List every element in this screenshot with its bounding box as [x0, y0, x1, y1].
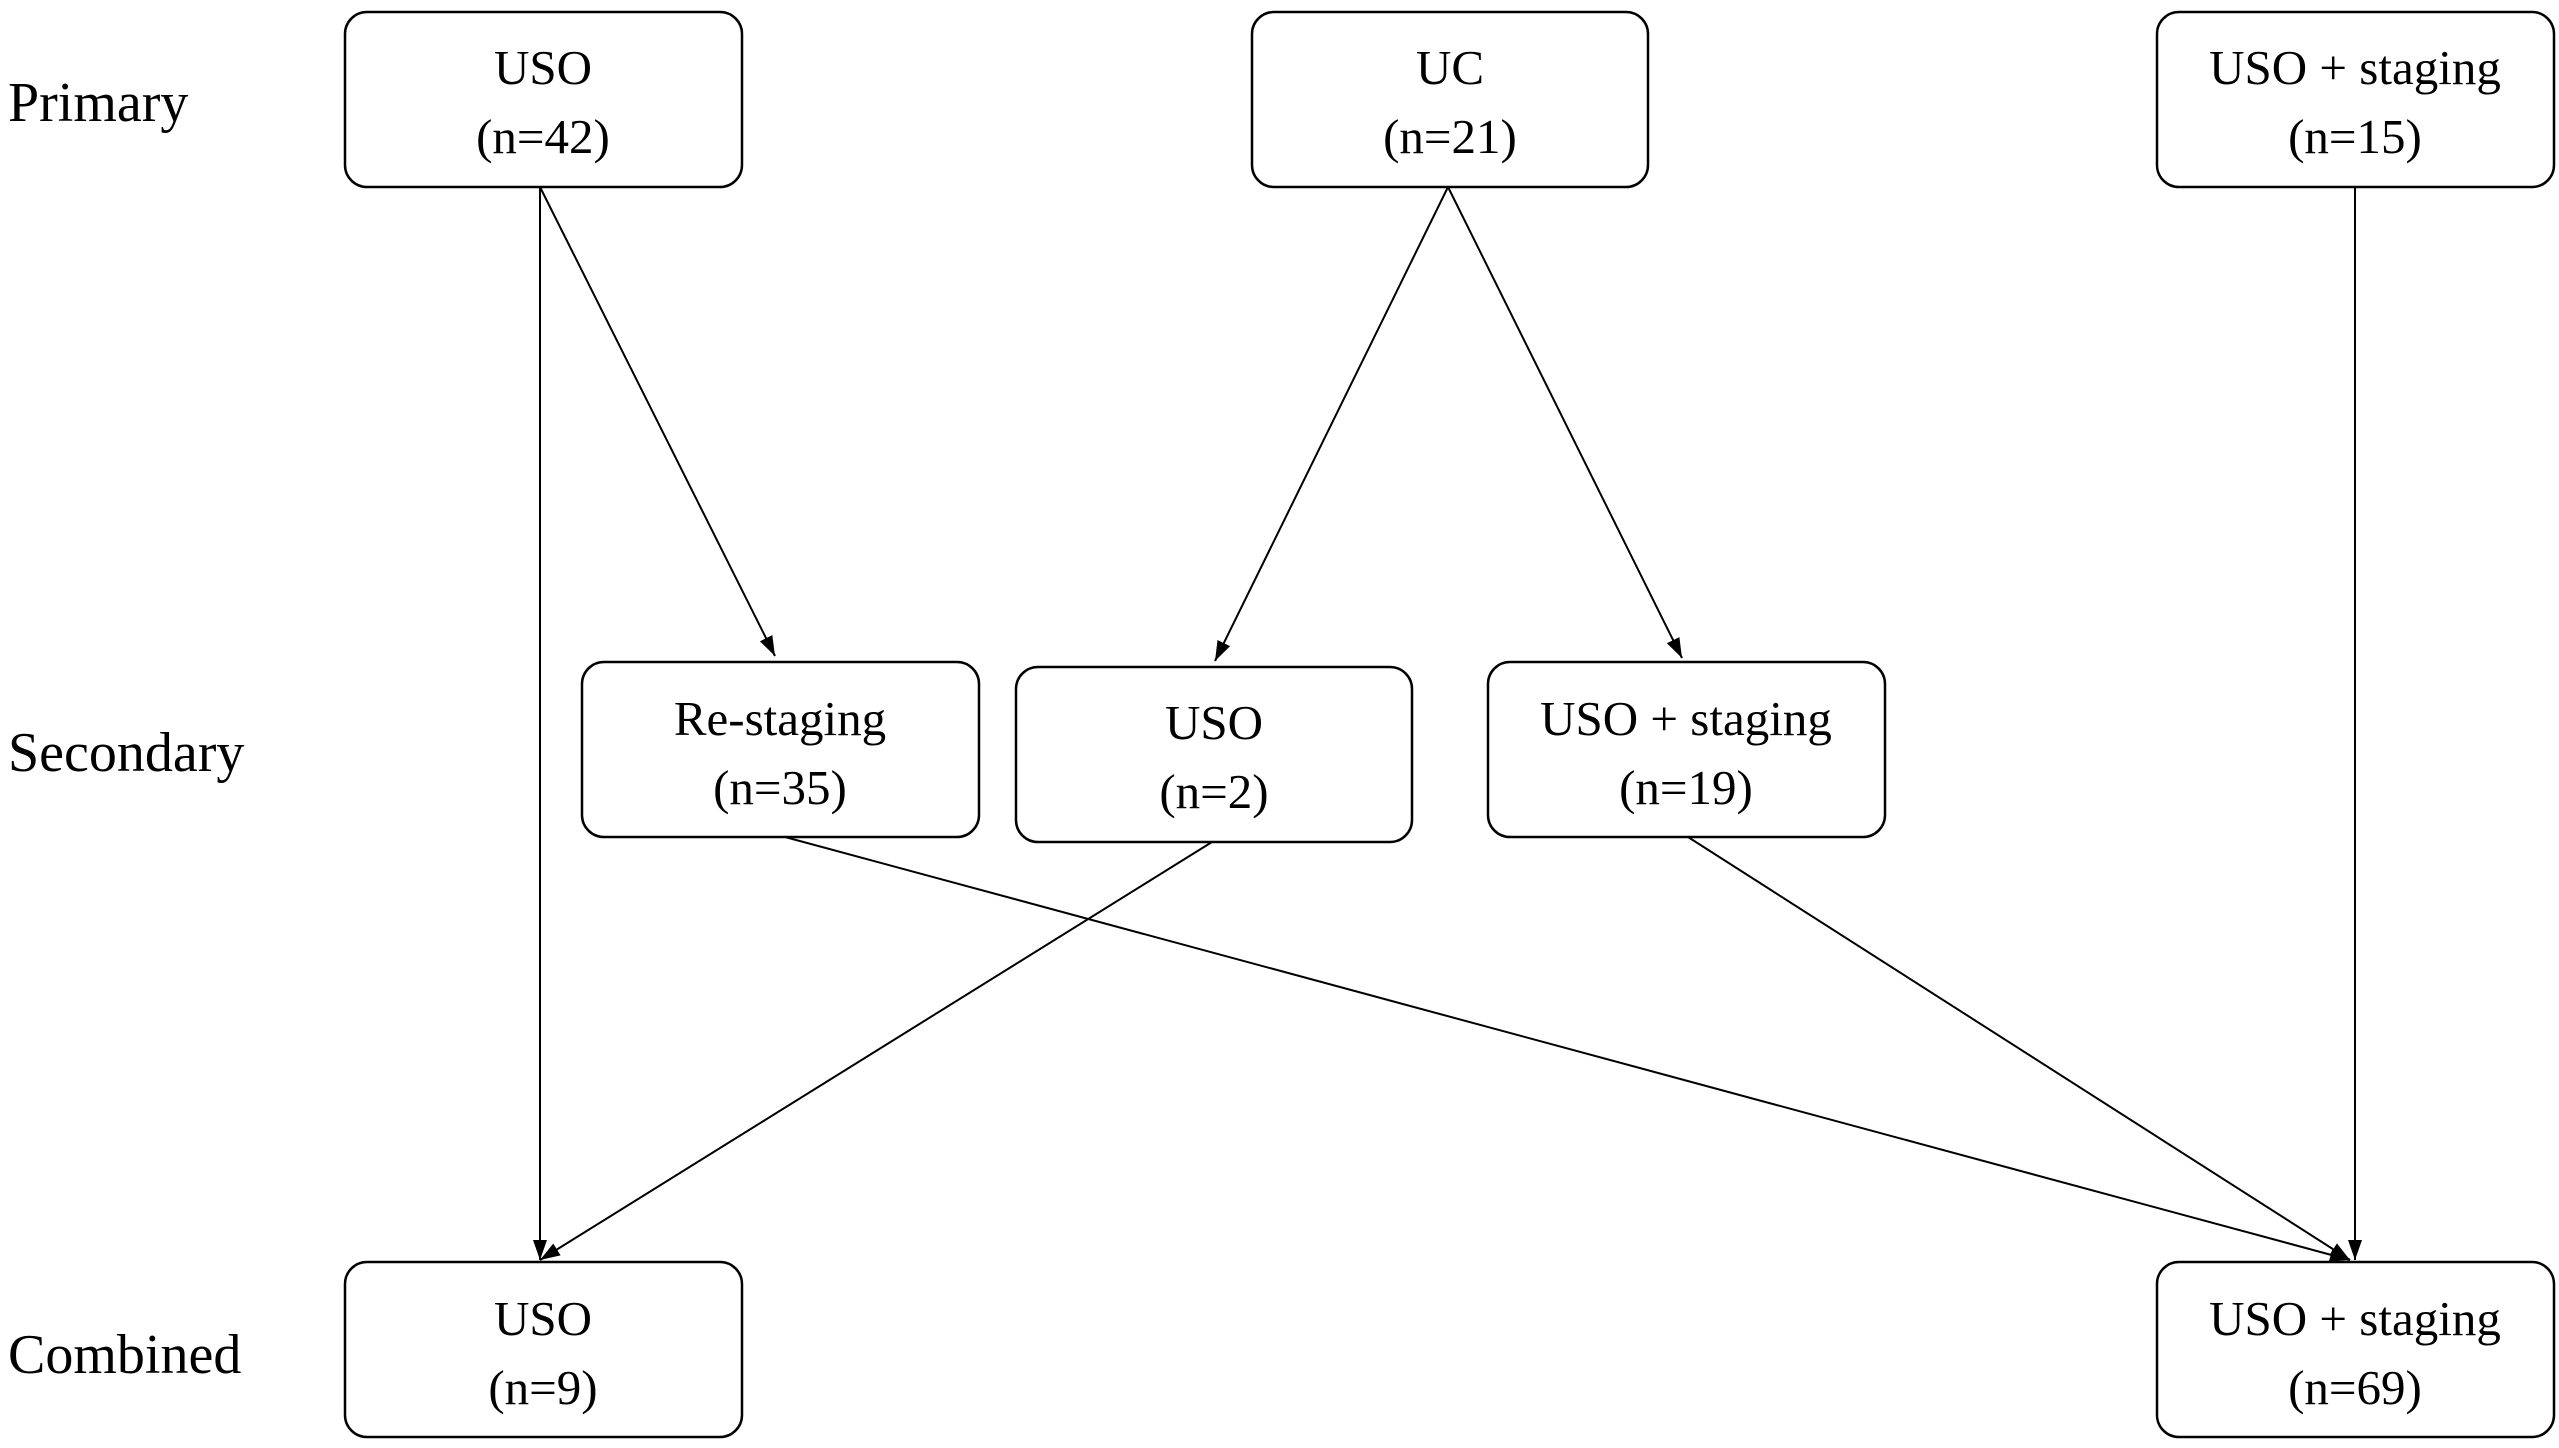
edge-secondary-restaging-to-combined-uso-staging [784, 836, 2351, 1262]
node-primary-uc-label: UC [1416, 40, 1484, 95]
node-primary-uso: USO (n=42) [343, 10, 744, 189]
node-combined-uso-label: USO [494, 1291, 592, 1346]
node-secondary-restaging: Re-staging (n=35) [580, 660, 981, 839]
row-label-combined: Combined [8, 1324, 241, 1386]
node-primary-uso-staging-count: (n=15) [2288, 109, 2422, 164]
node-combined-uso: USO (n=9) [343, 1260, 744, 1439]
node-secondary-uso-staging: USO + staging (n=19) [1486, 660, 1887, 839]
node-secondary-uso-label: USO [1165, 695, 1263, 750]
edges-layer [533, 186, 2362, 1262]
node-primary-uso-count: (n=42) [476, 109, 610, 164]
node-combined-uso-staging: USO + staging (n=69) [2155, 1260, 2556, 1439]
node-secondary-uso-staging-label: USO + staging [1540, 691, 1832, 746]
node-secondary-restaging-count: (n=35) [713, 760, 847, 815]
node-primary-uc-count: (n=21) [1383, 109, 1517, 164]
node-secondary-uso: USO (n=2) [1014, 665, 1414, 844]
edge-secondary-uso-to-combined-uso [539, 841, 1213, 1261]
node-secondary-restaging-label: Re-staging [674, 691, 886, 746]
row-label-secondary: Secondary [8, 722, 244, 784]
edge-secondary-uso-staging-to-combined-uso-staging [1687, 836, 2351, 1261]
edge-primary-uc-to-secondary-uso-staging [1447, 186, 1683, 659]
edge-primary-uc-to-secondary-uso [1214, 186, 1449, 662]
row-label-primary: Primary [8, 72, 188, 134]
node-combined-uso-count: (n=9) [488, 1360, 597, 1415]
node-secondary-uso-staging-count: (n=19) [1619, 760, 1753, 815]
row-labels: Primary Secondary Combined [8, 72, 244, 1386]
nodes-layer: USO (n=42) UC (n=21) USO + staging (n=15… [343, 10, 2556, 1439]
node-primary-uc: UC (n=21) [1250, 10, 1650, 189]
node-combined-uso-staging-count: (n=69) [2288, 1360, 2422, 1415]
edge-primary-uso-to-secondary-restaging [539, 186, 776, 657]
node-combined-uso-staging-label: USO + staging [2209, 1291, 2501, 1346]
node-primary-uso-staging: USO + staging (n=15) [2155, 10, 2556, 189]
node-secondary-uso-count: (n=2) [1159, 764, 1268, 819]
node-primary-uso-staging-label: USO + staging [2209, 40, 2501, 95]
node-primary-uso-label: USO [494, 40, 592, 95]
